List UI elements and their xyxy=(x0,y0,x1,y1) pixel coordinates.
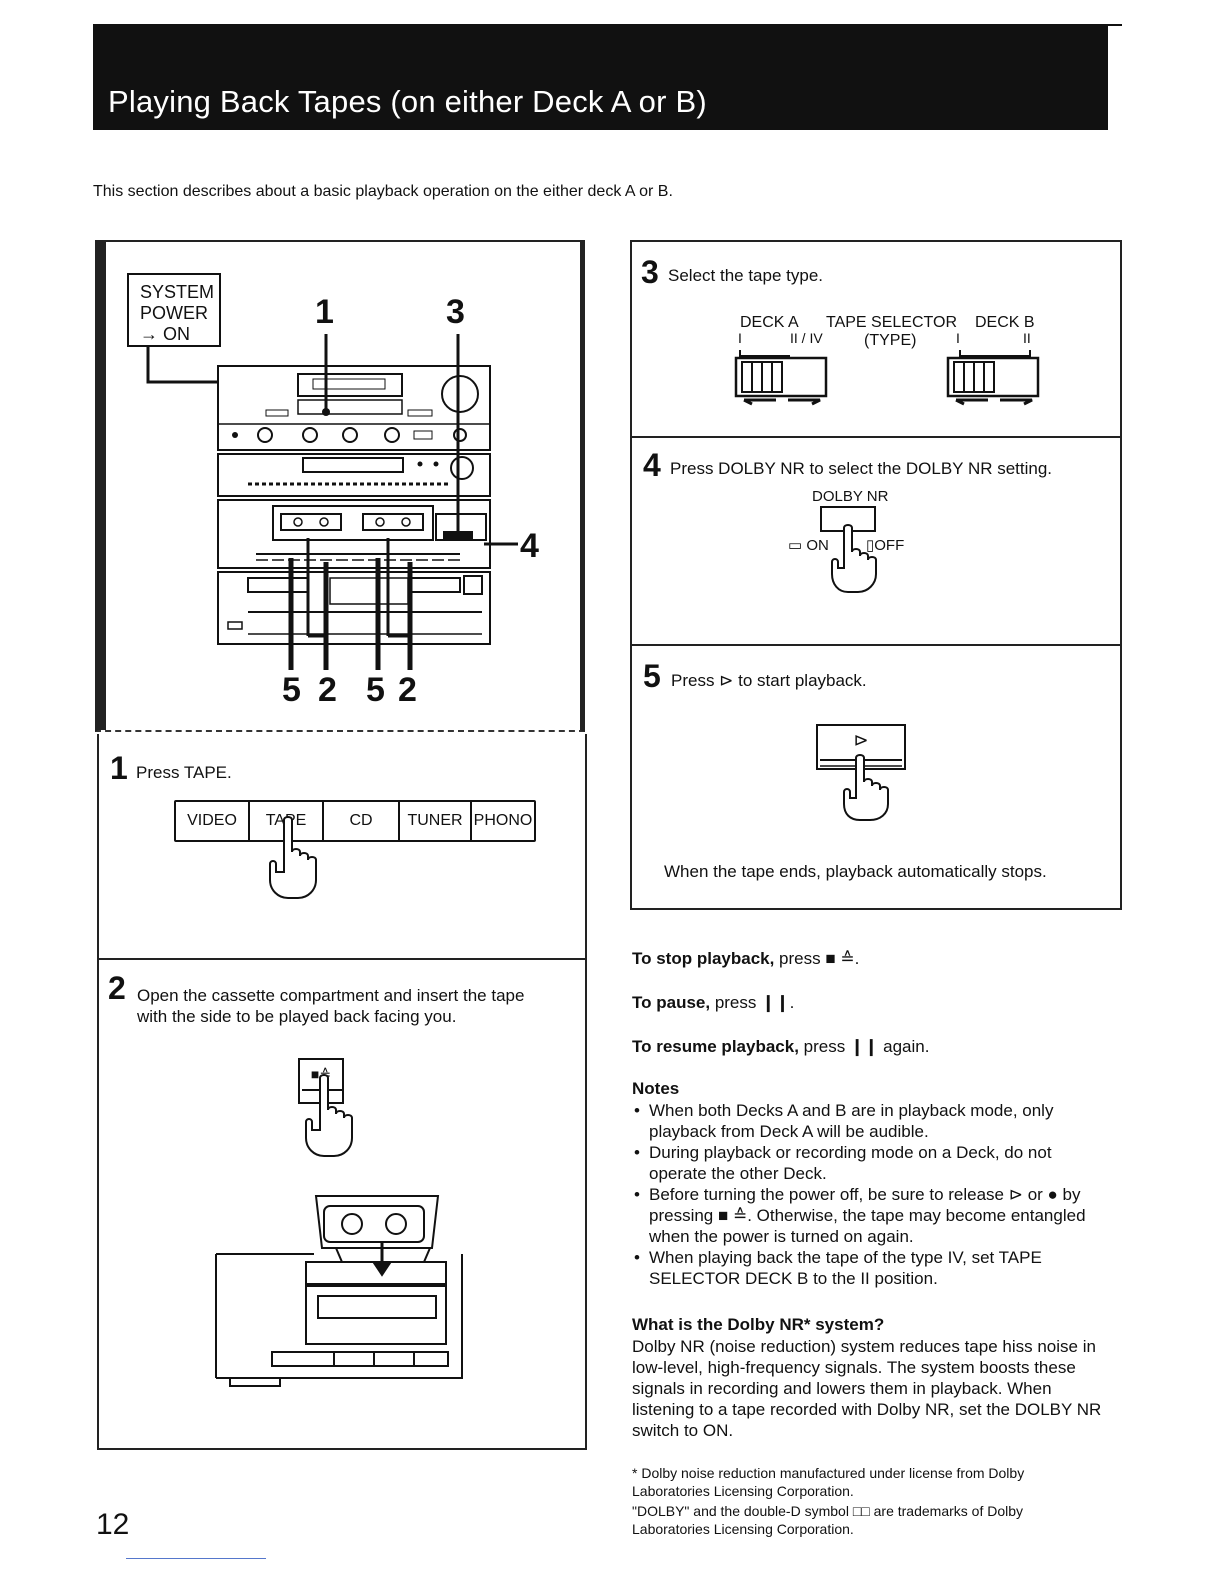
notes-heading: Notes xyxy=(632,1079,680,1098)
tape-selector-switches xyxy=(734,350,1040,406)
callout-3: 3 xyxy=(446,293,465,331)
step1-text: Press TAPE. xyxy=(136,763,232,782)
hand-pointer-icon xyxy=(302,1074,353,1157)
deck-a-position-2: II / IV xyxy=(790,330,823,346)
deck-b-position-2: II xyxy=(1023,330,1031,346)
tape-selector-label: TAPE SELECTOR xyxy=(826,314,957,331)
page-number: 12 xyxy=(96,1508,130,1541)
step5-note: When the tape ends, playback automatical… xyxy=(664,862,1047,881)
cassette-insert-illustration xyxy=(215,1195,463,1387)
tuner-button[interactable]: TUNER xyxy=(400,802,472,840)
function-buttons: VIDEO TAPE CD TUNER PHONO xyxy=(174,800,536,842)
step3-text: Select the tape type. xyxy=(668,266,823,285)
footnote-trademark: "DOLBY" and the double-D symbol □□ are t… xyxy=(632,1503,1024,1537)
hand-pointer-icon xyxy=(820,754,902,821)
note-item: Before turning the power off, be sure to… xyxy=(632,1184,1112,1247)
phono-button[interactable]: PHONO xyxy=(473,812,533,829)
footnote-license: * Dolby noise reduction manufactured und… xyxy=(632,1465,1025,1499)
pause-instruction: To pause, press ❙❙. xyxy=(632,993,795,1012)
step2-text: Open the cassette compartment and insert… xyxy=(137,986,525,1026)
deck-a-position-1: I xyxy=(738,330,742,346)
step5-number: 5 xyxy=(643,658,661,694)
step2-number: 2 xyxy=(108,970,126,1006)
deck-a-label: DECK A xyxy=(740,314,799,331)
tape-selector-type-label: (TYPE) xyxy=(864,332,917,349)
title-bar xyxy=(93,24,1108,130)
step1-number: 1 xyxy=(110,750,128,786)
callout-5a: 5 xyxy=(282,671,301,709)
system-power-label: SYSTEM POWER → ON xyxy=(140,282,215,344)
step-divider xyxy=(630,436,1122,438)
step5-text: Press ⊳ to start playback. xyxy=(671,671,867,690)
title-rule xyxy=(1108,24,1122,26)
callout-5b: 5 xyxy=(366,671,385,709)
dolby-heading: What is the Dolby NR* system? xyxy=(632,1315,885,1334)
callout-2b: 2 xyxy=(398,671,417,709)
dolby-off-label: ▯OFF xyxy=(866,537,905,554)
dolby-nr-label: DOLBY NR xyxy=(812,488,889,505)
callout-2a: 2 xyxy=(318,671,337,709)
note-item: When both Decks A and B are in playback … xyxy=(632,1100,1112,1142)
callout-4: 4 xyxy=(520,527,539,565)
intro-text: This section describes about a basic pla… xyxy=(93,183,673,200)
right-steps-panel xyxy=(630,240,1122,910)
note-item: When playing back the tape of the type I… xyxy=(632,1247,1112,1289)
stop-instruction: To stop playback, press ■ ≙. xyxy=(632,949,860,968)
deck-b-position-1: I xyxy=(956,330,960,346)
step-divider xyxy=(97,958,587,960)
step-divider xyxy=(630,644,1122,646)
footer-rule xyxy=(126,1558,266,1559)
step4-number: 4 xyxy=(643,447,661,483)
step3-number: 3 xyxy=(641,254,659,290)
resume-instruction: To resume playback, press ❙❙ again. xyxy=(632,1037,930,1056)
deck-b-label: DECK B xyxy=(975,314,1035,331)
note-item: During playback or recording mode on a D… xyxy=(632,1142,1112,1184)
page-title: Playing Back Tapes (on either Deck A or … xyxy=(108,84,707,119)
dolby-on-label: ▭ ON xyxy=(788,537,829,554)
stereo-system-illustration xyxy=(98,242,518,730)
cd-button[interactable]: CD xyxy=(324,802,400,840)
callout-1: 1 xyxy=(315,293,334,331)
step4-text: Press DOLBY NR to select the DOLBY NR se… xyxy=(670,459,1053,478)
overview-figure: SYSTEM POWER → ON 1 3 4 5 2 5 2 xyxy=(95,240,585,732)
hand-pointer-icon xyxy=(831,524,877,593)
left-steps-panel xyxy=(97,734,587,1450)
hand-pointer-icon xyxy=(269,816,317,899)
video-button[interactable]: VIDEO xyxy=(176,802,250,840)
notes-list: When both Decks A and B are in playback … xyxy=(632,1100,1112,1289)
dolby-body: Dolby NR (noise reduction) system reduce… xyxy=(632,1337,1102,1440)
